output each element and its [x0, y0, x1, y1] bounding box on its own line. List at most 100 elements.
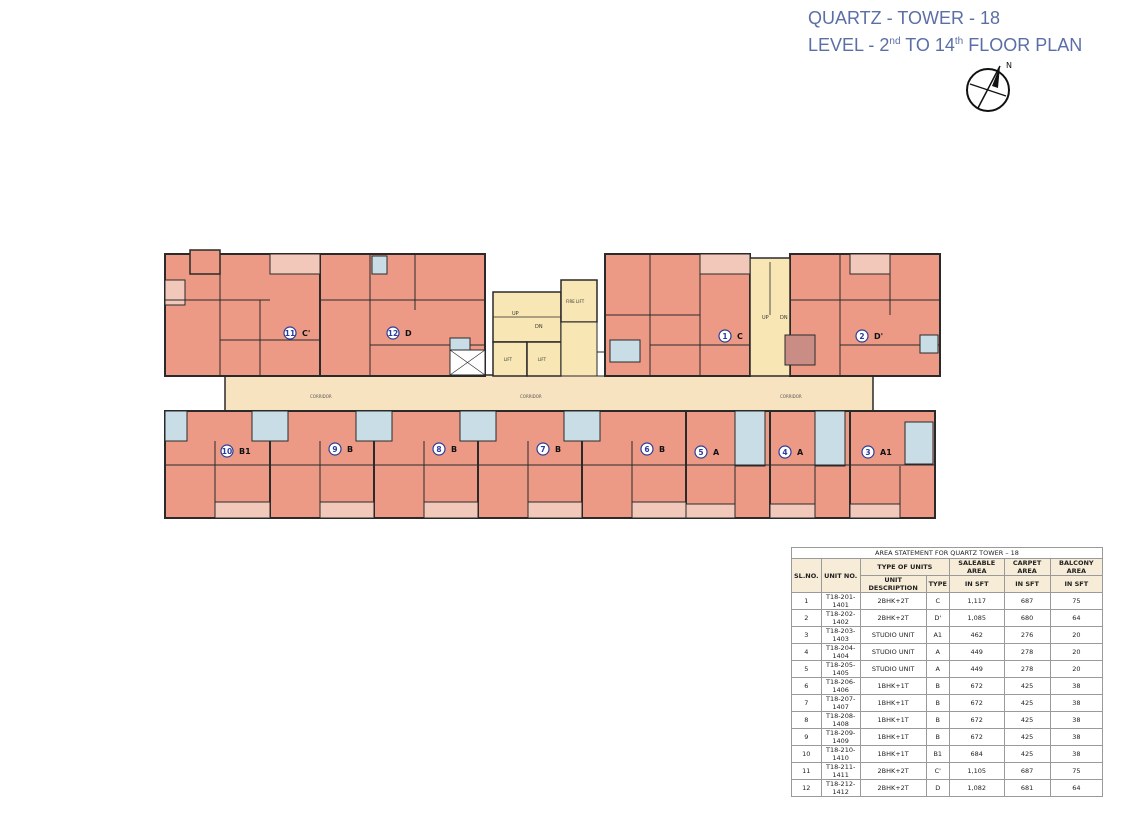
unit-type-label: B	[659, 445, 665, 454]
table-cell: 38	[1049, 694, 1104, 712]
unit-number-label: 9	[332, 445, 337, 454]
balcony	[319, 501, 375, 519]
table-cell: B	[925, 694, 950, 712]
unit-type-label: C'	[302, 329, 310, 338]
table-cell: 2BHK+2T	[859, 592, 927, 610]
table-cell: 1BHK+1T	[859, 694, 927, 712]
table-cell: 38	[1049, 677, 1104, 695]
table-cell: 462	[948, 626, 1005, 644]
table-cell: 12	[791, 779, 822, 797]
table-cell: A	[925, 660, 950, 678]
table-cell: 10	[791, 745, 822, 763]
shaft	[459, 410, 497, 442]
top-left-block	[164, 249, 486, 377]
col-balcony: BALCONY AREA	[1049, 558, 1104, 576]
table-cell: 2	[791, 609, 822, 627]
unit-badge-1	[718, 329, 732, 343]
unit-number-label: 3	[865, 448, 870, 457]
fire-lift	[560, 279, 598, 323]
col-balcony-unit: IN SFT	[1049, 575, 1104, 593]
balcony	[769, 503, 816, 519]
table-cell: 449	[948, 643, 1005, 661]
unit-type-label: A1	[880, 448, 892, 457]
table-cell: 449	[948, 660, 1005, 678]
shaft	[251, 410, 289, 442]
col-type-of-units: TYPE OF UNITS	[859, 558, 950, 576]
table-cell: 681	[1003, 779, 1051, 797]
balcony	[631, 501, 687, 519]
col-saleable-unit: IN SFT	[948, 575, 1005, 593]
table-cell: 276	[1003, 626, 1051, 644]
col-saleable: SALEABLE AREA	[948, 558, 1005, 576]
table-cell: T18-209-1409	[820, 728, 861, 746]
col-carpet-unit: IN SFT	[1003, 575, 1051, 593]
shaft	[734, 410, 766, 467]
unit-number-label: 2	[859, 332, 864, 341]
table-cell: B	[925, 677, 950, 695]
shaft	[355, 410, 393, 442]
table-cell: 425	[1003, 745, 1051, 763]
table-cell: 2BHK+2T	[859, 609, 927, 627]
table-cell: 38	[1049, 728, 1104, 746]
table-cell: 425	[1003, 677, 1051, 695]
unit-type-label: B1	[239, 447, 251, 456]
table-cell: 1,082	[948, 779, 1005, 797]
unit-badge-3	[861, 445, 875, 459]
unit-badge-9	[328, 442, 342, 456]
toilet	[609, 339, 641, 363]
stair-right-dn-label: DN	[780, 315, 788, 321]
table-cell: T18-203-1403	[820, 626, 861, 644]
table-cell: 8	[791, 711, 822, 729]
level-prefix: LEVEL - 2	[808, 35, 890, 55]
tower-title: QUARTZ - TOWER - 18	[808, 8, 1001, 28]
unit-badge-4	[778, 445, 792, 459]
unit-badge-2	[855, 329, 869, 343]
area-statement-table: AREA STATEMENT FOR QUARTZ TOWER – 18 SL.…	[791, 547, 1104, 797]
shaft	[904, 421, 934, 465]
table-cell: A1	[925, 626, 950, 644]
table-cell: 38	[1049, 745, 1104, 763]
table-cell: 3	[791, 626, 822, 644]
balcony	[527, 501, 583, 519]
unit-badge-5	[694, 445, 708, 459]
unit-number-label: 7	[540, 445, 545, 454]
corridor-label-left: CORRIDOR	[310, 394, 332, 399]
unit-type-label: D'	[874, 332, 883, 341]
lift-2-label: LIFT	[538, 357, 547, 362]
north-arrow-icon: N	[966, 61, 1012, 112]
unit-badge-11	[283, 326, 297, 340]
table-cell: 4	[791, 643, 822, 661]
table-cell: 5	[791, 660, 822, 678]
unit-number-label: 11	[285, 329, 295, 338]
table-cell: 7	[791, 694, 822, 712]
table-cell: 1BHK+1T	[859, 711, 927, 729]
corridor-label-right: CORRIDOR	[780, 394, 802, 399]
top-right-block: UP DN	[604, 253, 941, 377]
unit-number-label: 1	[722, 332, 727, 341]
north-label: N	[1006, 61, 1012, 70]
level-sup-th: th	[954, 36, 964, 47]
balcony	[423, 501, 479, 519]
col-unit-description: UNIT DESCRIPTION	[859, 575, 927, 593]
table-cell: 425	[1003, 711, 1051, 729]
table-cell: T18-212-1412	[820, 779, 861, 797]
table-cell: STUDIO UNIT	[859, 643, 927, 661]
unit-number-label: 4	[782, 448, 787, 457]
table-cell: 11	[791, 762, 822, 780]
table-cell: 20	[1049, 660, 1104, 678]
table-cell: C	[925, 592, 950, 610]
unit-badge-10	[220, 444, 234, 458]
toilet	[919, 334, 939, 354]
table-cell: 75	[1049, 592, 1104, 610]
unit-type-label: B	[555, 445, 561, 454]
floor-level-title: LEVEL - 2nd TO 14th FLOOR PLAN	[808, 30, 1082, 57]
table-cell: B1	[925, 745, 950, 763]
table-cell: 687	[1003, 762, 1051, 780]
